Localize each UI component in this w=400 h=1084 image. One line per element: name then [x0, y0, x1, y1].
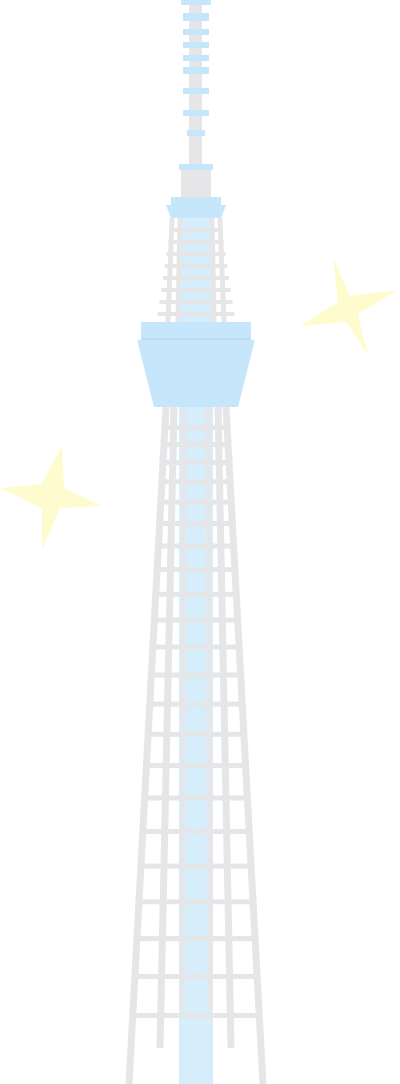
- mid-leg: [175, 217, 183, 323]
- upper-observation-deck: [166, 197, 226, 218]
- mid-crossbar: [159, 300, 233, 304]
- lower-leg: [125, 406, 170, 1084]
- mid-tower-lattice: [157, 217, 235, 323]
- mid-crossbar: [157, 312, 235, 316]
- lower-crossbar: [142, 829, 250, 834]
- mid-leg: [165, 217, 175, 323]
- mid-crossbar: [166, 252, 226, 256]
- lower-crossbar: [141, 863, 251, 869]
- lower-crossbar: [137, 936, 255, 942]
- main-observation-deck: [137, 322, 255, 407]
- lower-crossbar: [157, 567, 235, 573]
- lower-crossbar: [163, 460, 229, 466]
- lower-crossbar: [155, 591, 237, 597]
- lower-tower-lattice: [125, 406, 267, 1084]
- lower-crossbar: [148, 731, 244, 737]
- tower-antenna: [179, 0, 213, 198]
- lower-leg: [156, 406, 178, 1049]
- lower-leg: [205, 406, 213, 1011]
- mid-core: [178, 218, 214, 322]
- lower-crossbar: [135, 974, 257, 979]
- lower-leg: [222, 406, 267, 1084]
- lower-crossbar: [149, 701, 243, 707]
- deck-divider: [141, 338, 251, 340]
- sparkle-right-icon: [300, 258, 398, 355]
- lower-crossbar: [132, 1013, 260, 1018]
- mid-crossbar: [163, 276, 229, 280]
- lower-crossbar: [158, 543, 234, 549]
- lower-crossbar: [151, 672, 241, 678]
- lower-crossbar: [154, 617, 238, 623]
- mid-crossbar: [161, 288, 231, 292]
- lower-crossbar: [159, 521, 233, 526]
- lower-crossbar: [146, 763, 246, 769]
- lower-crossbar: [160, 499, 232, 505]
- lower-crossbar: [153, 644, 239, 650]
- sparkle-left-icon: [0, 446, 102, 550]
- mid-crossbar: [168, 240, 224, 244]
- lower-crossbar: [164, 442, 228, 447]
- mid-crossbar: [170, 228, 222, 232]
- lower-leg: [214, 406, 235, 1049]
- lower-crossbar: [165, 425, 227, 430]
- lower-leg: [179, 406, 187, 1011]
- mid-crossbar: [164, 264, 228, 268]
- lower-crossbar: [139, 899, 253, 905]
- mid-leg: [209, 217, 217, 323]
- lower-crossbar: [144, 795, 248, 801]
- mid-leg: [217, 217, 227, 323]
- lower-crossbar: [162, 479, 230, 485]
